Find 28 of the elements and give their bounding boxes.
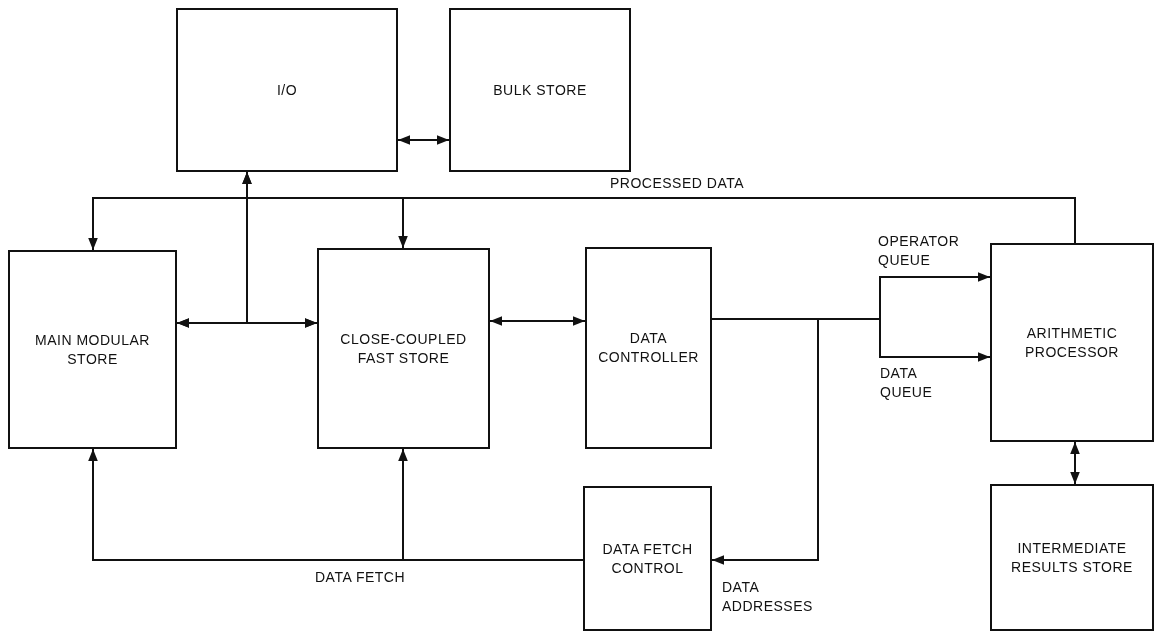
- block-box: [8, 250, 177, 449]
- connector-arrow: [1070, 441, 1080, 485]
- block-label: INTERMEDIATE RESULTS STORE: [1010, 538, 1134, 577]
- block-label: DATA CONTROLLER: [597, 329, 700, 367]
- block-label: CLOSE-COUPLED FAST STORE: [339, 329, 468, 368]
- edge-label: OPERATOR QUEUE: [878, 232, 961, 270]
- block-box: [990, 243, 1154, 442]
- edge-label: DATA QUEUE: [880, 364, 934, 402]
- block-label: I/O: [276, 80, 298, 100]
- block-label: DATA FETCH CONTROL: [601, 539, 694, 578]
- block-box: [583, 486, 712, 631]
- block-box: [176, 8, 398, 172]
- block-label: MAIN MODULAR STORE: [34, 330, 151, 369]
- edge-label: DATA FETCH: [315, 568, 407, 587]
- connector-arrow: [397, 135, 450, 145]
- block-label: BULK STORE: [493, 80, 587, 100]
- block-box: [990, 484, 1154, 631]
- connector-arrow: [176, 318, 318, 328]
- block-box: [585, 247, 712, 449]
- connector-arrow: [398, 448, 584, 561]
- connector-arrow: [711, 318, 819, 565]
- edge-label: PROCESSED DATA: [610, 174, 746, 193]
- block-box: [317, 248, 490, 449]
- block-box: [449, 8, 631, 172]
- connector-arrow: [398, 197, 1076, 249]
- connector-arrow: [489, 316, 586, 326]
- edge-label: DATA ADDRESSES: [722, 578, 814, 616]
- block-label: ARITHMETIC PROCESSOR: [1024, 323, 1120, 362]
